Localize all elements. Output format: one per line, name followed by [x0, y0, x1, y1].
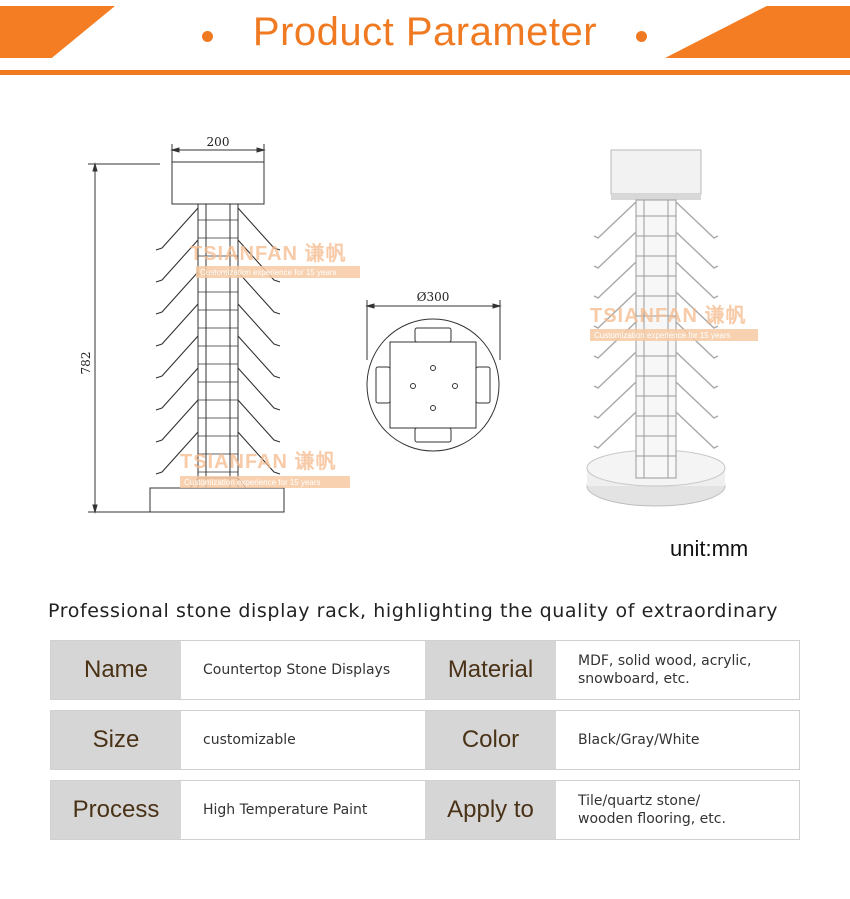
header-underline	[0, 70, 850, 75]
drawing-canvas: 200 782 TSIANFAN 谦帆 Customization experi…	[79, 135, 758, 514]
unit-label: unit:mm	[670, 536, 749, 561]
watermark-sub-bg	[196, 266, 360, 278]
diameter-dimension-label: Ø300	[417, 290, 450, 304]
param-key-apply-to: Apply to	[425, 781, 556, 839]
watermark-sub-3: Customization experience for 15 years	[594, 331, 731, 340]
watermark-sub: Customization experience for 15 years	[200, 268, 337, 277]
watermark-sub-bg-2	[180, 476, 350, 488]
product-tagline: Professional stone display rack, highlig…	[48, 600, 779, 622]
parameter-row: Name Countertop Stone Displays Material …	[50, 640, 800, 700]
param-value-size: customizable	[203, 732, 296, 748]
watermark-brand-3: TSIANFAN 谦帆	[590, 303, 747, 327]
param-key-color: Color	[425, 711, 556, 769]
param-value-name: Countertop Stone Displays	[203, 662, 391, 678]
watermark-brand: TSIANFAN 谦帆	[190, 241, 347, 265]
width-dimension-label: 200	[207, 135, 230, 149]
param-value-process: High Temperature Paint	[203, 802, 368, 818]
watermark-sub-2: Customization experience for 15 years	[184, 478, 321, 487]
param-value-apply-to: Tile/quartz stone/ wooden flooring, etc.	[578, 793, 726, 827]
header-dot-left	[202, 31, 213, 42]
param-key-name: Name	[51, 641, 181, 699]
top-view-drawing	[365, 300, 502, 452]
height-dimension-label: 782	[79, 352, 93, 375]
header-dot-right	[636, 31, 647, 42]
product-3d-render	[586, 149, 726, 507]
section-header: Product Parameter	[0, 0, 850, 80]
param-key-material: Material	[425, 641, 556, 699]
param-key-process: Process	[51, 781, 181, 839]
parameter-table: Name Countertop Stone Displays Material …	[50, 640, 800, 850]
parameter-row: Size customizable Color Black/Gray/White	[50, 710, 800, 770]
param-value-material: MDF, solid wood, acrylic, snowboard, etc…	[578, 653, 752, 687]
watermark-brand-2: TSIANFAN 谦帆	[180, 449, 337, 473]
parameter-row: Process High Temperature Paint Apply to …	[50, 780, 800, 840]
product-drawings: 200 782 TSIANFAN 谦帆 Customization experi…	[0, 80, 850, 580]
section-title: Product Parameter	[252, 10, 598, 54]
watermark-sub-bg-3	[590, 329, 758, 341]
param-key-size: Size	[51, 711, 181, 769]
param-value-color: Black/Gray/White	[578, 732, 700, 748]
